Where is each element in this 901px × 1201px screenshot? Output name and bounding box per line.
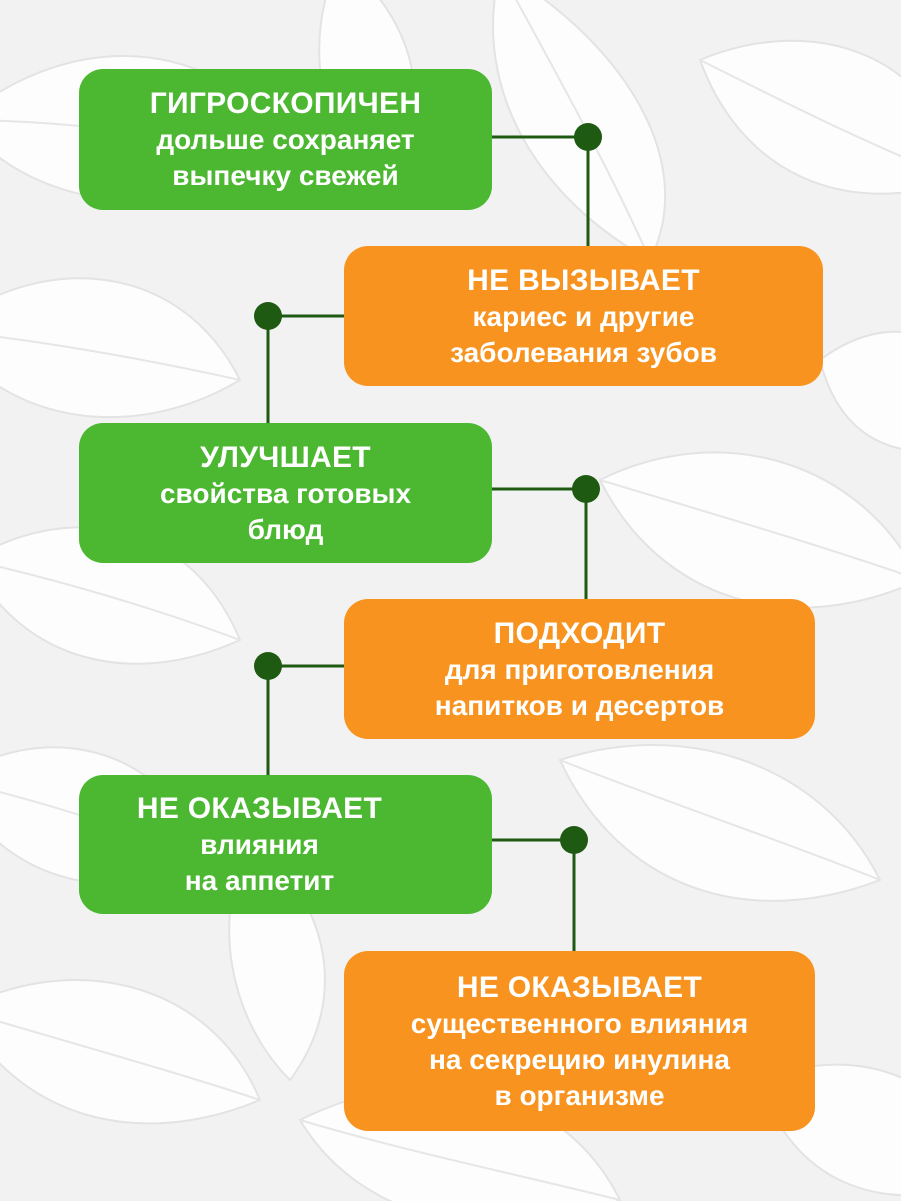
- connector-node: [560, 826, 588, 854]
- connector-node: [572, 475, 600, 503]
- card-description: дольше сохраняет выпечку свежей: [156, 122, 414, 194]
- card-description-line: блюд: [247, 513, 324, 545]
- connector-node: [254, 302, 282, 330]
- card-description-line: дольше сохраняет: [156, 124, 415, 155]
- card-title: УЛУЧШАЕТ: [200, 440, 371, 474]
- card-title: НЕ ВЫЗЫВАЕТ: [467, 263, 700, 297]
- benefit-card-improves: УЛУЧШАЕТ свойства готовых блюд: [79, 423, 492, 563]
- card-description: для приготовления напитков и десертов: [435, 652, 725, 724]
- card-description-line: в организме: [494, 1079, 665, 1111]
- card-description: существенного влияния на секрецию инулин…: [411, 1006, 748, 1114]
- benefit-card-no-caries: НЕ ВЫЗЫВАЕТ кариес и другие заболевания …: [344, 246, 823, 386]
- connector-node: [574, 123, 602, 151]
- benefit-card-no-insulin-effect: НЕ ОКАЗЫВАЕТ существенного влияния на се…: [344, 951, 815, 1131]
- card-title: ГИГРОСКОПИЧЕН: [149, 87, 422, 120]
- card-description-line: свойства готовых: [159, 477, 412, 509]
- card-description-line: для приготовления: [444, 653, 715, 685]
- card-description-line: существенного влияния: [410, 1007, 749, 1039]
- connector-node: [254, 652, 282, 680]
- card-description: свойства готовых блюд: [160, 476, 411, 548]
- card-description-line: на аппетит: [184, 865, 335, 896]
- card-description-line: на секрецию инулина: [428, 1043, 730, 1075]
- card-description-line: выпечку свежей: [172, 160, 399, 191]
- card-description-line: влияния: [200, 829, 319, 860]
- card-description-line: кариес и другие: [472, 300, 695, 332]
- benefit-card-hygroscopic: ГИГРОСКОПИЧЕН дольше сохраняет выпечку с…: [79, 69, 492, 210]
- card-description-line: заболевания зубов: [450, 336, 717, 368]
- card-description: влияния на аппетит: [185, 827, 335, 899]
- card-description: кариес и другие заболевания зубов: [450, 299, 717, 371]
- card-title: НЕ ОКАЗЫВАЕТ: [136, 792, 383, 825]
- card-title: НЕ ОКАЗЫВАЕТ: [456, 970, 703, 1004]
- card-title: ПОДХОДИТ: [493, 616, 666, 650]
- card-description-line: напитков и десертов: [434, 689, 725, 721]
- benefit-card-no-appetite-effect: НЕ ОКАЗЫВАЕТ влияния на аппетит: [79, 775, 492, 914]
- benefit-card-suitable: ПОДХОДИТ для приготовления напитков и де…: [344, 599, 815, 739]
